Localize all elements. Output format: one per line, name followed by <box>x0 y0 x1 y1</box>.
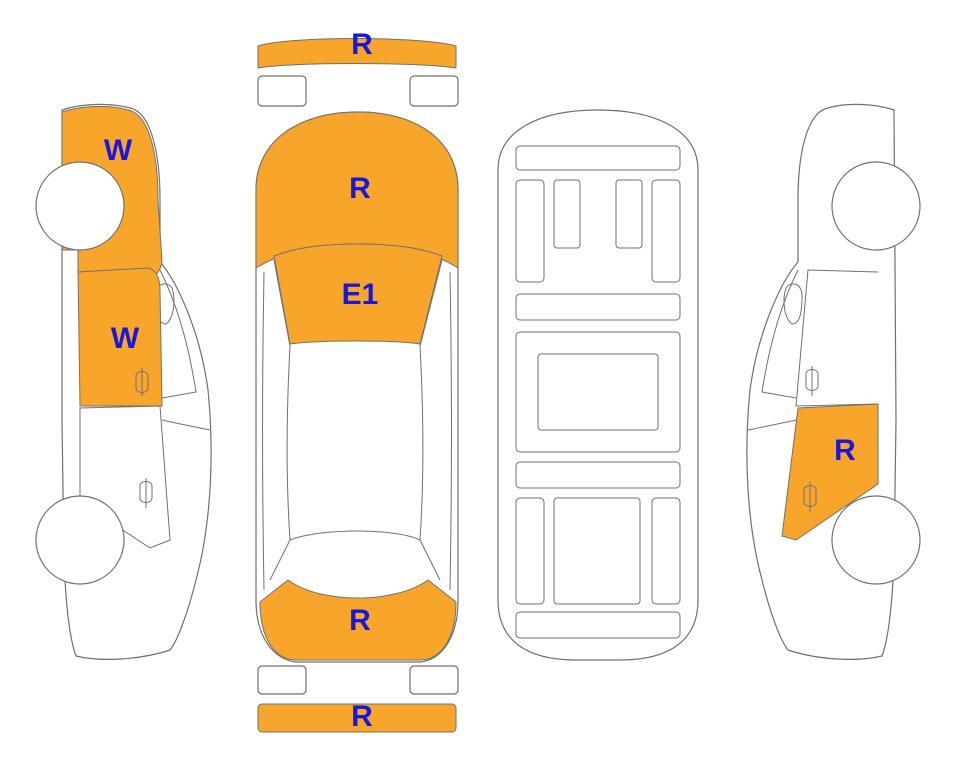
underbody-rear-bumper-beam <box>515 611 681 639</box>
rear-left-light <box>257 665 307 695</box>
front-right-light <box>409 75 459 107</box>
underbody-front-right-rail <box>651 179 681 283</box>
right-rear-wheel-icon <box>831 495 921 585</box>
right-rear-door-handle-icon <box>803 482 817 512</box>
top-view-cabin-left <box>269 259 291 581</box>
front-left-light <box>257 75 307 107</box>
right-front-wheel-icon <box>831 161 921 251</box>
windshield-panel <box>273 243 443 345</box>
left-side-window-line <box>159 269 197 399</box>
top-view-side-right <box>449 271 452 591</box>
underbody-rear-right-rail <box>651 497 681 605</box>
left-front-door-code: W <box>111 322 140 355</box>
left-front-wheel-icon <box>35 161 125 251</box>
top-view-cabin-right <box>419 259 443 581</box>
top-view: R R E1 R R <box>255 28 459 733</box>
underbody-mid-crossmember <box>515 293 681 321</box>
underbody-rear-left-rail <box>515 497 545 605</box>
left-side-view: W W <box>35 103 212 660</box>
underbody-view <box>497 109 699 661</box>
right-side-front-door-seam <box>795 269 879 407</box>
left-rear-door-handle-icon <box>139 478 153 508</box>
top-view-side-left <box>262 271 265 591</box>
hood-code: R <box>349 172 371 205</box>
underbody-floor-center <box>537 353 659 431</box>
right-side-mirror <box>783 283 803 325</box>
right-rear-door-code: R <box>834 434 856 467</box>
windshield-code: E1 <box>342 278 379 311</box>
trunk-lid-code: R <box>349 604 371 637</box>
left-front-door-handle-icon <box>135 368 149 396</box>
rear-bumper-code: R <box>351 700 373 733</box>
underbody-rear-center <box>553 497 641 605</box>
underbody-engine-right <box>615 179 643 249</box>
rear-right-light <box>409 665 459 695</box>
right-side-view: R <box>746 103 921 660</box>
left-front-fender-code: W <box>104 134 133 167</box>
right-front-door-handle-icon <box>805 366 819 396</box>
front-bumper-panel <box>257 38 457 69</box>
underbody-floor-pan <box>515 331 681 453</box>
rear-bumper-panel <box>257 703 457 733</box>
trunk-lid-panel <box>259 579 457 661</box>
underbody-engine-left <box>553 179 581 249</box>
left-rear-wheel-icon <box>35 495 125 585</box>
right-side-window-line <box>761 269 799 399</box>
underbody-front-crossmember <box>515 145 681 171</box>
top-view-rear-glass <box>289 530 421 541</box>
right-side-rear-line <box>747 419 797 431</box>
underbody-front-left-rail <box>515 179 545 283</box>
underbody-rear-crossmember <box>515 461 681 489</box>
underbody-outline <box>497 109 699 661</box>
left-side-rear-line <box>161 419 211 431</box>
front-bumper-code: R <box>351 28 373 61</box>
